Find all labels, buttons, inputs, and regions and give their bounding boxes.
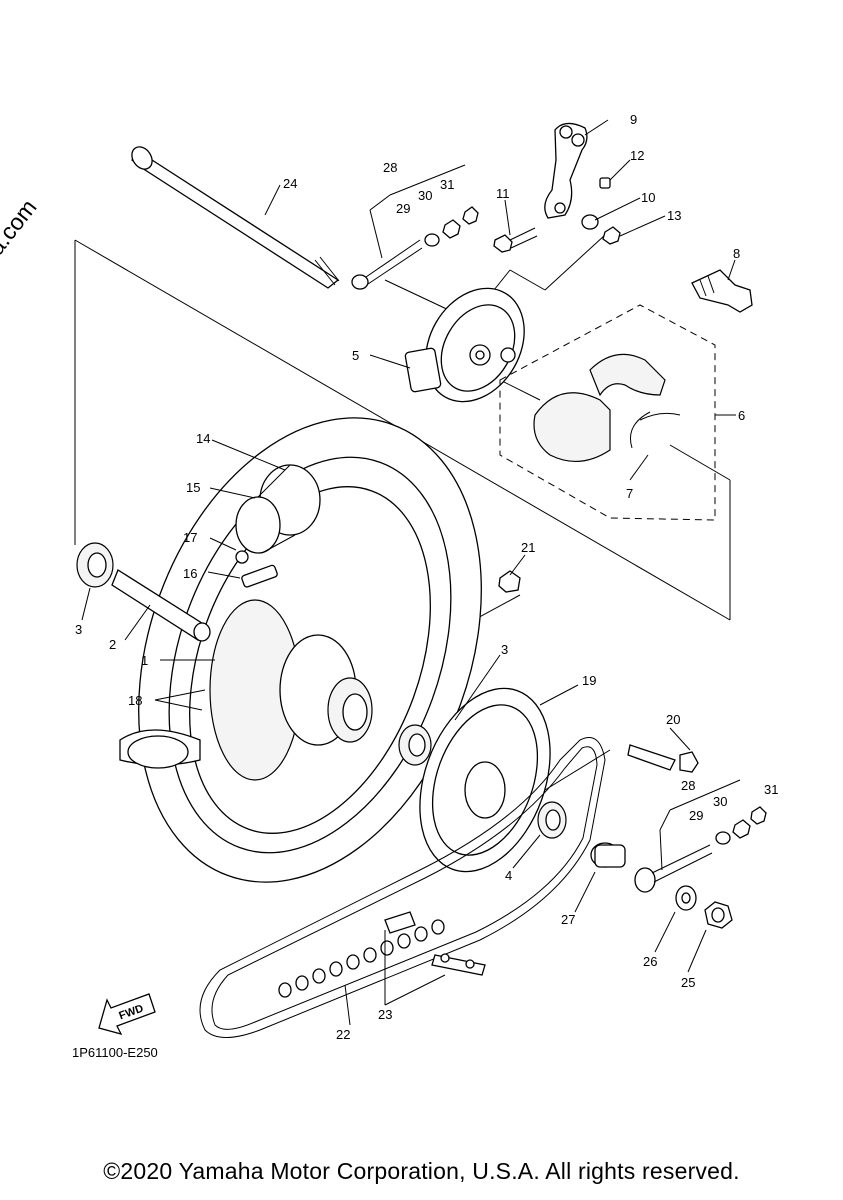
rim-band bbox=[235, 464, 321, 554]
callout-15: 15 bbox=[186, 480, 200, 495]
callout-31b: 31 bbox=[764, 782, 778, 797]
callout-1: 1 bbox=[141, 653, 148, 668]
axle-end-parts bbox=[590, 842, 733, 929]
bolt-20 bbox=[627, 744, 699, 773]
callout-24: 24 bbox=[283, 176, 297, 191]
upper-bolt-set bbox=[351, 164, 479, 290]
callout-4: 4 bbox=[505, 868, 512, 883]
bearing-4 bbox=[537, 801, 567, 839]
brake-shoe-kit bbox=[499, 304, 716, 521]
cam-hardware bbox=[493, 177, 621, 253]
callout-18: 18 bbox=[128, 693, 142, 708]
callout-31a: 31 bbox=[440, 177, 454, 192]
brake-shoe-plate bbox=[404, 287, 525, 403]
leader-lines bbox=[81, 119, 736, 1026]
callout-21: 21 bbox=[521, 540, 535, 555]
axle bbox=[131, 146, 340, 289]
drawing-code: 1P61100-E250 bbox=[72, 1045, 158, 1060]
rear-wheel-assembly bbox=[119, 417, 482, 883]
callout-28a: 28 bbox=[383, 160, 397, 175]
lower-bolt-set bbox=[634, 779, 767, 893]
callout-8: 8 bbox=[733, 246, 740, 261]
callout-3b: 3 bbox=[501, 642, 508, 657]
callout-2: 2 bbox=[109, 637, 116, 652]
callout-29b: 29 bbox=[689, 808, 703, 823]
bearing-and-collar bbox=[76, 542, 432, 766]
callout-9: 9 bbox=[630, 112, 637, 127]
callout-23: 23 bbox=[378, 1007, 392, 1022]
nut-21 bbox=[498, 570, 521, 593]
forward-arrow-icon: FWD bbox=[98, 993, 156, 1035]
callout-14: 14 bbox=[196, 431, 210, 446]
callout-20: 20 bbox=[666, 712, 680, 727]
valve-parts bbox=[235, 550, 278, 588]
callout-30a: 30 bbox=[418, 188, 432, 203]
brake-camshaft bbox=[691, 269, 753, 313]
callout-22: 22 bbox=[336, 1027, 350, 1042]
callout-13: 13 bbox=[667, 208, 681, 223]
brake-cam-lever bbox=[544, 122, 588, 219]
callout-17: 17 bbox=[183, 530, 197, 545]
callout-labels: 9 12 28 24 31 11 30 10 29 13 8 5 6 14 15… bbox=[75, 112, 778, 1042]
callout-11: 11 bbox=[496, 186, 510, 201]
callout-19: 19 bbox=[582, 673, 596, 688]
callout-12: 12 bbox=[630, 148, 644, 163]
callout-30b: 30 bbox=[713, 794, 727, 809]
callout-29a: 29 bbox=[396, 201, 410, 216]
drive-chain bbox=[199, 737, 606, 1038]
callout-6: 6 bbox=[738, 408, 745, 423]
chain-joint bbox=[384, 911, 486, 976]
callout-7: 7 bbox=[626, 486, 633, 501]
rear-sprocket bbox=[419, 687, 551, 873]
callout-26: 26 bbox=[643, 954, 657, 969]
callout-27: 27 bbox=[561, 912, 575, 927]
callout-25: 25 bbox=[681, 975, 695, 990]
callout-16: 16 bbox=[183, 566, 197, 581]
copyright-notice: ©2020 Yamaha Motor Corporation, U.S.A. A… bbox=[103, 1158, 740, 1184]
callout-5: 5 bbox=[352, 348, 359, 363]
callout-10: 10 bbox=[641, 190, 655, 205]
callout-3a: 3 bbox=[75, 622, 82, 637]
callout-28b: 28 bbox=[681, 778, 695, 793]
